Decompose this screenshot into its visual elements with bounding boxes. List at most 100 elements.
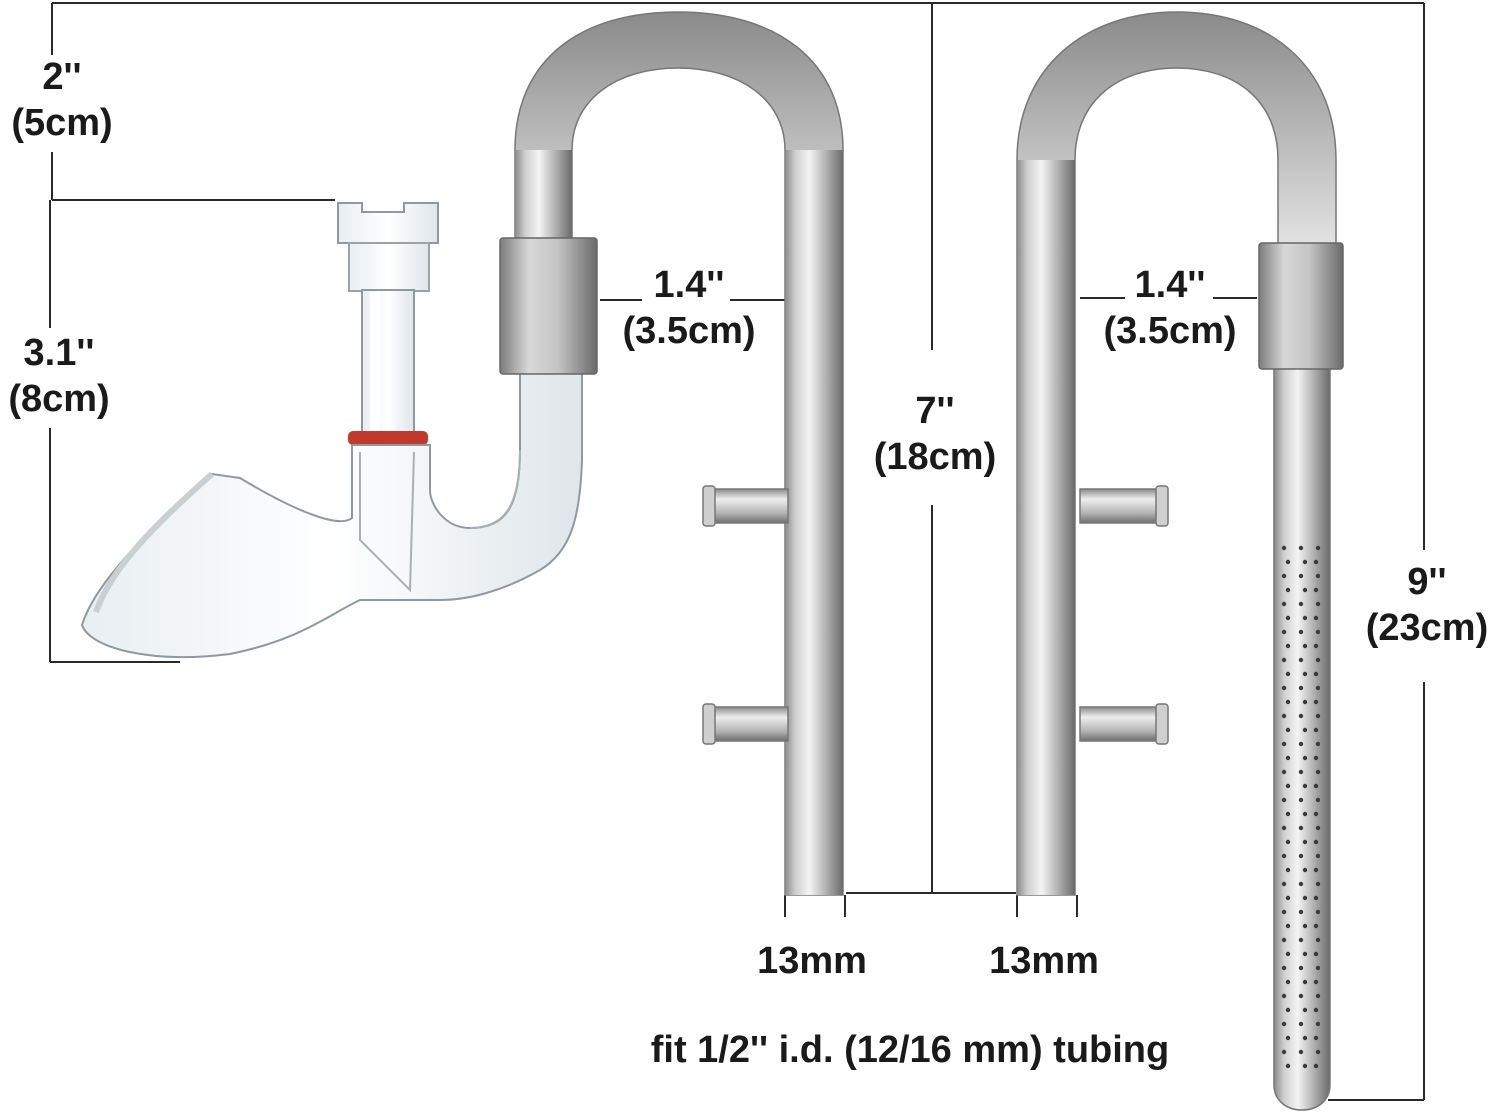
- strainer-hole: [1281, 769, 1287, 775]
- strainer-hole: [1285, 559, 1291, 565]
- strainer-hole: [1315, 1049, 1321, 1055]
- strainer-hole: [1313, 839, 1319, 845]
- strainer-hole: [1302, 1063, 1308, 1069]
- strainer-hole: [1315, 797, 1321, 803]
- strainer-hole: [1285, 699, 1291, 705]
- strainer-hole: [1281, 657, 1287, 663]
- strainer-hole: [1313, 1063, 1319, 1069]
- dimension-label-inflow-hook: 1.4'' (3.5cm): [604, 266, 774, 350]
- strainer-hole: [1302, 559, 1308, 565]
- strainer-hole: [1285, 1063, 1291, 1069]
- strainer-hole: [1313, 699, 1319, 705]
- strainer-hole: [1298, 629, 1304, 635]
- strainer-hole: [1302, 699, 1308, 705]
- strainer-hole: [1281, 741, 1287, 747]
- strainer-hole: [1285, 727, 1291, 733]
- strainer-hole: [1313, 559, 1319, 565]
- strainer-hole: [1298, 1049, 1304, 1055]
- strainer-hole: [1302, 727, 1308, 733]
- strainer-hole: [1285, 951, 1291, 957]
- dim-7in-metric: (18cm): [873, 436, 997, 478]
- dimension-label-outflow-diameter: 13mm: [989, 940, 1099, 982]
- strainer-hole: [1313, 867, 1319, 873]
- strainer-hole: [1298, 853, 1304, 859]
- strainer-hole: [1302, 951, 1308, 957]
- strainer-hole: [1315, 909, 1321, 915]
- strainer-hole: [1298, 741, 1304, 747]
- strainer-hole: [1315, 825, 1321, 831]
- strainer-hole: [1298, 993, 1304, 999]
- strainer-hole: [1281, 1049, 1287, 1055]
- dimension-label-inflow-diameter: 13mm: [757, 940, 867, 982]
- strainer-hole: [1285, 587, 1291, 593]
- strainer-hole: [1298, 965, 1304, 971]
- dimension-lines: [49, 2, 1425, 1101]
- strainer-hole: [1315, 713, 1321, 719]
- strainer-hole: [1302, 1007, 1308, 1013]
- strainer-hole: [1281, 629, 1287, 635]
- strainer-hole: [1281, 601, 1287, 607]
- strainer-hole: [1298, 685, 1304, 691]
- strainer-hole: [1285, 1007, 1291, 1013]
- strainer-hole: [1285, 811, 1291, 817]
- strainer-hole: [1315, 545, 1321, 551]
- strainer-hole: [1298, 797, 1304, 803]
- strainer-hole: [1298, 769, 1304, 775]
- dim-3-1in-metric: (8cm): [8, 378, 110, 420]
- strainer-hole: [1302, 811, 1308, 817]
- strainer-hole: [1302, 839, 1308, 845]
- strainer-hole: [1285, 895, 1291, 901]
- strainer-hole: [1315, 965, 1321, 971]
- strainer-hole: [1302, 979, 1308, 985]
- strainer-hole: [1285, 1035, 1291, 1041]
- strainer-hole: [1315, 769, 1321, 775]
- strainer-hole: [1302, 895, 1308, 901]
- strainer-hole: [1298, 713, 1304, 719]
- dim-9in-imperial: 9'': [1407, 561, 1447, 603]
- strainer-hole: [1285, 867, 1291, 873]
- strainer-hole: [1298, 825, 1304, 831]
- tubing-fit-caption: fit 1/2'' i.d. (12/16 mm) tubing: [650, 1029, 1170, 1071]
- strainer-hole: [1298, 573, 1304, 579]
- strainer-hole: [1315, 853, 1321, 859]
- strainer-hole: [1298, 881, 1304, 887]
- strainer-hole: [1298, 545, 1304, 551]
- strainer-hole: [1302, 615, 1308, 621]
- dim-2in-imperial: 2'': [42, 56, 82, 98]
- dimension-label-2in: 2'' (5cm): [0, 58, 124, 142]
- strainer-hole: [1313, 895, 1319, 901]
- strainer-holes: [1281, 545, 1321, 1069]
- strainer-hole: [1313, 951, 1319, 957]
- strainer-hole: [1281, 993, 1287, 999]
- strainer-hole: [1281, 685, 1287, 691]
- strainer-hole: [1281, 573, 1287, 579]
- dim-3-1in-imperial: 3.1'': [23, 332, 95, 374]
- strainer-hole: [1281, 937, 1287, 943]
- strainer-hole: [1281, 545, 1287, 551]
- strainer-hole: [1285, 783, 1291, 789]
- strainer-hole: [1285, 615, 1291, 621]
- strainer-hole: [1285, 755, 1291, 761]
- strainer-hole: [1313, 783, 1319, 789]
- strainer-hole: [1281, 713, 1287, 719]
- strainer-hole: [1313, 755, 1319, 761]
- strainer-hole: [1298, 909, 1304, 915]
- strainer-hole: [1315, 993, 1321, 999]
- strainer-hole: [1285, 923, 1291, 929]
- dimension-label-outflow-hook: 1.4'' (3.5cm): [1085, 266, 1255, 350]
- dimension-label-7in: 7'' (18cm): [860, 392, 1010, 476]
- strainer-hole: [1281, 1021, 1287, 1027]
- strainer-hole: [1313, 643, 1319, 649]
- strainer-hole: [1281, 825, 1287, 831]
- strainer-hole: [1315, 629, 1321, 635]
- strainer-hole: [1281, 965, 1287, 971]
- strainer-hole: [1298, 937, 1304, 943]
- strainer-hole: [1302, 923, 1308, 929]
- strainer-hole: [1298, 1021, 1304, 1027]
- strainer-hole: [1285, 671, 1291, 677]
- strainer-hole: [1313, 811, 1319, 817]
- strainer-hole: [1302, 783, 1308, 789]
- strainer-hole: [1302, 643, 1308, 649]
